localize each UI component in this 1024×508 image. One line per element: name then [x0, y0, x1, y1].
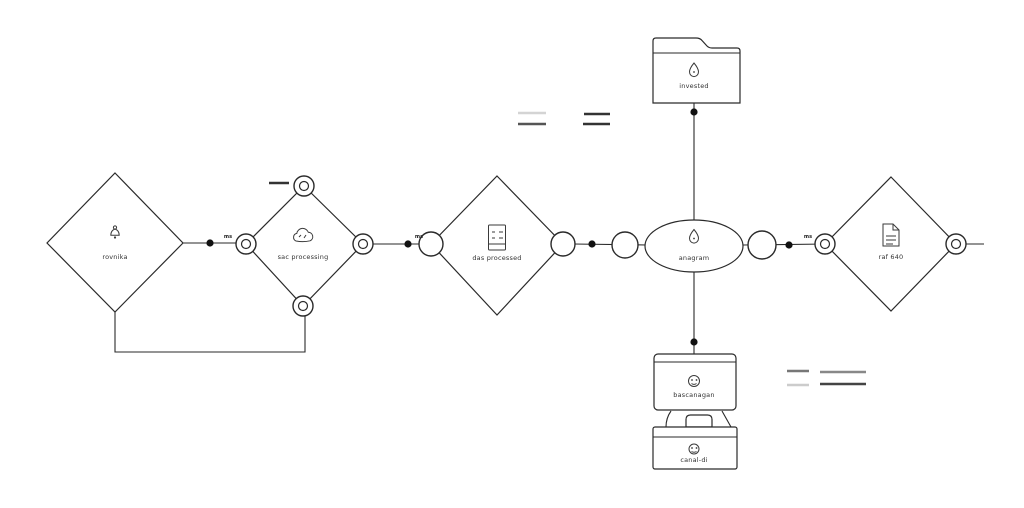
edge-label: ms	[804, 234, 812, 240]
node-label: rovnika	[102, 253, 127, 261]
node-label: canal-di	[680, 456, 707, 464]
node-process-1[interactable]: rovnika	[46, 172, 184, 313]
edge-label: ms	[224, 234, 232, 240]
node-label: sac processing	[278, 253, 329, 261]
globe-icon	[688, 375, 700, 387]
droplet-icon	[688, 62, 700, 78]
edge-dot	[206, 239, 214, 247]
folder-tab	[685, 414, 713, 428]
dash-marks-top	[518, 111, 610, 126]
dash-marks-bottom	[787, 369, 866, 387]
bell-icon	[110, 225, 120, 239]
node-label: invested	[679, 82, 708, 90]
droplet-icon	[688, 228, 700, 244]
node-label: anagram	[679, 254, 710, 262]
edge-dot	[404, 240, 412, 248]
edge-label: ms	[415, 234, 423, 240]
port-ring[interactable]	[352, 233, 374, 255]
edge-dot	[690, 338, 698, 346]
node-label: das processed	[472, 254, 521, 262]
node-label: bascanagan	[673, 391, 714, 399]
node-folder-bottom[interactable]: canal-di	[652, 414, 738, 470]
table-icon	[488, 224, 506, 251]
port-ring[interactable]	[293, 175, 315, 197]
edge-dot	[588, 240, 596, 248]
node-folder-top[interactable]: invested	[652, 37, 741, 104]
box-joint-left	[665, 410, 672, 428]
node-device-box[interactable]: bascanagan	[653, 353, 737, 428]
port-circle[interactable]	[611, 231, 639, 259]
edge-dot	[690, 108, 698, 116]
port-circle[interactable]	[550, 231, 576, 257]
port-ring[interactable]	[814, 233, 836, 255]
edge-dot	[785, 241, 793, 249]
port-ring[interactable]	[235, 233, 257, 255]
node-task-oval[interactable]: anagram	[611, 219, 777, 273]
node-process-3[interactable]: das processed	[418, 175, 576, 316]
port-circle[interactable]	[747, 230, 777, 260]
edge-loop-line[interactable]	[114, 312, 306, 353]
box-joint-right	[721, 410, 732, 428]
edge-dots	[206, 108, 793, 346]
port-ring[interactable]	[945, 233, 967, 255]
cloud-icon	[293, 227, 314, 243]
node-label: raf 640	[879, 253, 904, 261]
node-process-2[interactable]: sac processing	[235, 175, 374, 317]
port-circle[interactable]	[418, 231, 444, 257]
node-process-4[interactable]: raf 640	[814, 176, 967, 312]
globe-icon	[688, 443, 700, 455]
file-icon	[882, 223, 900, 247]
port-ring[interactable]	[292, 295, 314, 317]
